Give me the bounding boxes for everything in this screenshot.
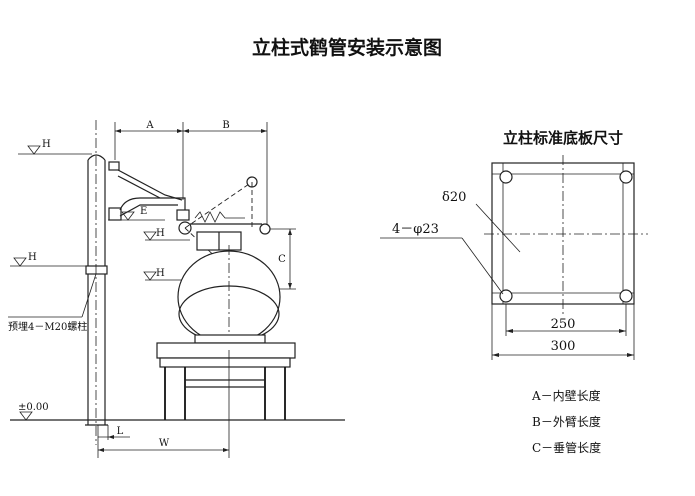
level-h-mid: H: [156, 228, 165, 239]
legend-item-b: B－外臂长度: [532, 414, 601, 429]
legend: A－内壁长度 B－外臂长度 C－垂管长度: [531, 388, 601, 455]
column: [85, 120, 108, 445]
plate-thickness: δ20: [442, 190, 466, 205]
level-h-tank: H: [156, 268, 165, 279]
level-h-left: H: [28, 252, 37, 263]
plate-holes: 4－φ23: [392, 222, 439, 237]
vehicle-frame: [156, 342, 296, 420]
level-marks: H H H H E: [10, 139, 195, 281]
dim-b-label: B: [222, 120, 229, 131]
bolt-label: 预埋4－M20螺柱: [8, 320, 87, 333]
ground: ±0.00: [10, 402, 345, 426]
legend-item-a: A－内壁长度: [531, 388, 601, 403]
dim-w-label: W: [159, 438, 170, 449]
level-h-top: H: [42, 139, 51, 150]
dim-l-label: L: [117, 426, 124, 437]
dim-a-label: A: [145, 120, 154, 131]
tank: [177, 231, 281, 350]
legend-item-c: C－垂管长度: [532, 440, 601, 455]
plate-title: 立柱标准底板尺寸: [503, 129, 623, 147]
base-plate-view: 立柱标准底板尺寸 δ20 4－φ23 250 300: [380, 129, 648, 360]
bolt-hole-br: [619, 289, 633, 303]
bolt-callout: 预埋4－M20螺柱: [8, 273, 97, 333]
diagram-title: 立柱式鹤管安装示意图: [252, 36, 442, 59]
elevation-view: A B H H H H E C: [8, 120, 345, 458]
dim-c-label: C: [278, 254, 286, 265]
inner-arm: [117, 169, 186, 217]
dimension-a-b: A B: [114, 120, 268, 225]
bolt-hole-bl: [499, 289, 513, 303]
ground-level: ±0.00: [18, 402, 49, 413]
plate-outer-dim: 300: [551, 339, 576, 354]
label-e: E: [140, 206, 147, 217]
bolt-hole-tl: [499, 170, 513, 184]
plate-inner-dim: 250: [551, 317, 576, 332]
dimension-l-w: L W: [97, 350, 230, 458]
bolt-hole-tr: [619, 170, 633, 184]
arm-joint: [108, 161, 122, 221]
